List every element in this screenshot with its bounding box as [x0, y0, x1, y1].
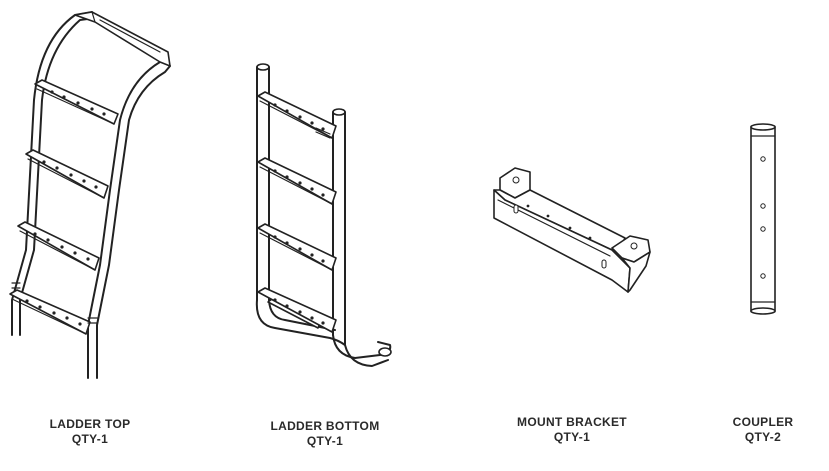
mount-bracket-qty: QTY-1	[553, 430, 591, 444]
mount-bracket-caption: MOUNT BRACKET QTY-1	[497, 415, 647, 445]
coupler-qty: QTY-2	[744, 430, 782, 444]
ladder-bottom-qty: QTY-1	[306, 434, 344, 448]
mount-bracket-name: MOUNT BRACKET	[517, 415, 627, 429]
coupler-name: COUPLER	[732, 415, 794, 429]
ladder-top-caption: LADDER TOP QTY-1	[20, 417, 160, 447]
ladder-top-qty: QTY-1	[71, 432, 109, 446]
ladder-top-name: LADDER TOP	[49, 417, 131, 431]
ladder-bottom-name: LADDER BOTTOM	[270, 419, 380, 433]
coupler-caption: COUPLER QTY-2	[713, 415, 813, 445]
ladder-bottom-caption: LADDER BOTTOM QTY-1	[250, 419, 400, 449]
